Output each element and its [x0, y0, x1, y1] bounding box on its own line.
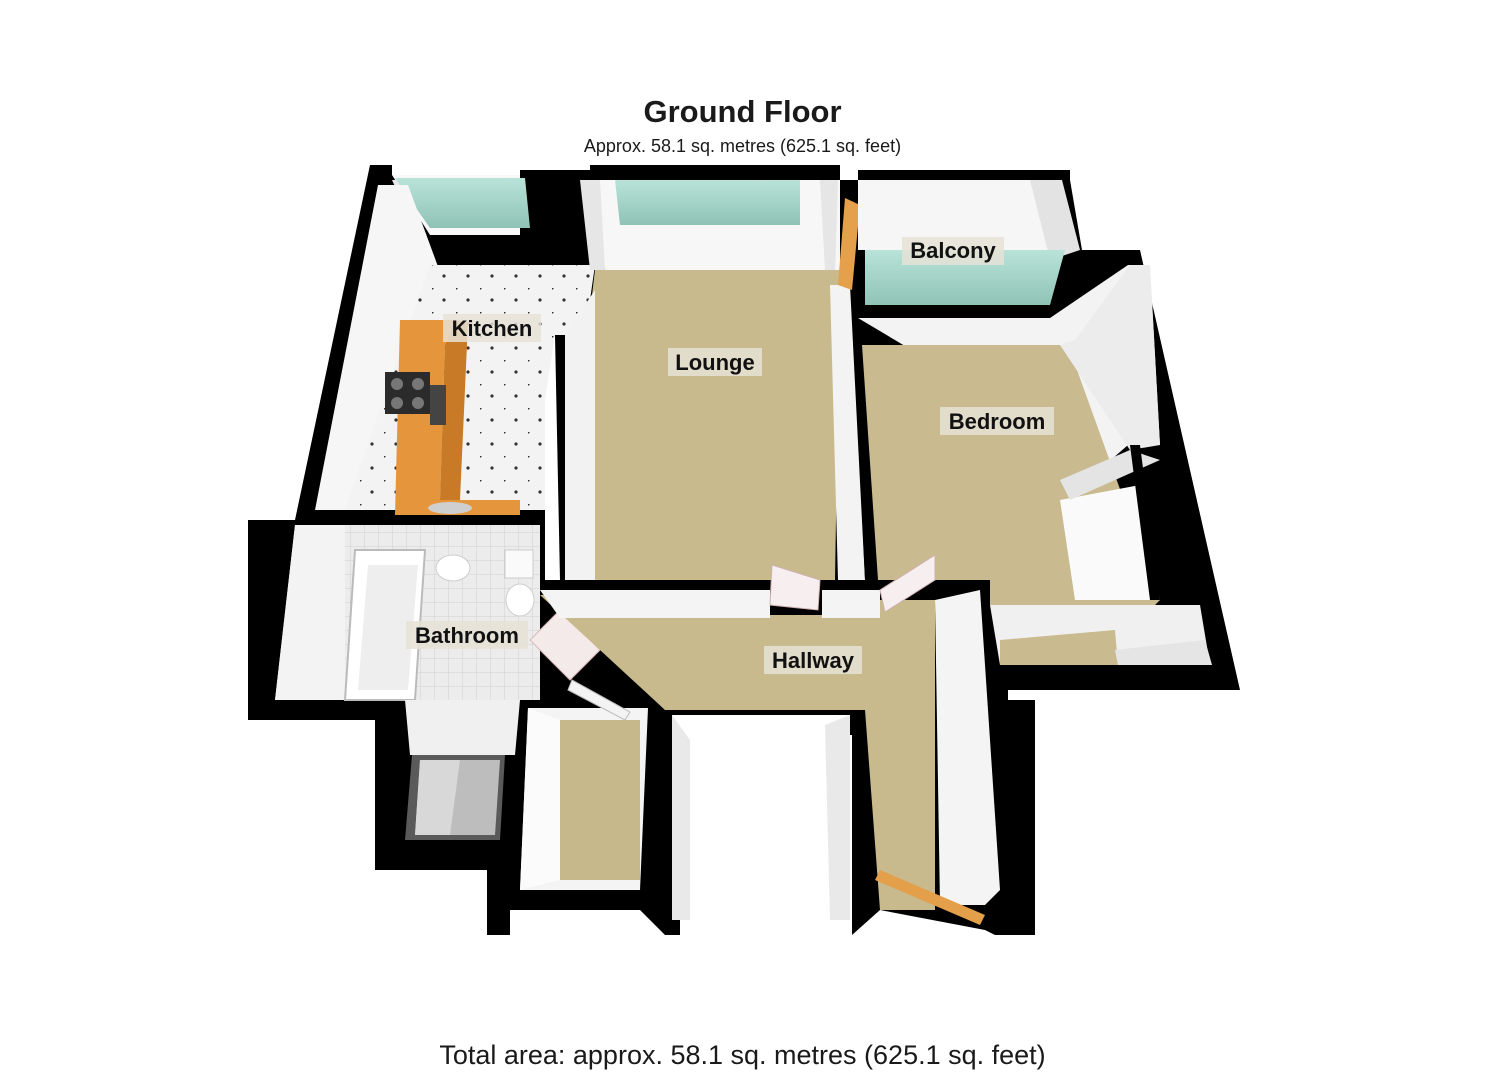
floor-area-subtitle: Approx. 58.1 sq. metres (625.1 sq. feet): [583, 136, 902, 156]
label-lounge: Lounge: [675, 350, 754, 375]
balcony-door: [838, 198, 860, 290]
total-area: Total area: approx. 58.1 sq. metres (625…: [439, 1040, 1046, 1070]
label-bedroom: Bedroom: [949, 409, 1046, 434]
toilet-icon: [505, 583, 535, 617]
kitchen-room: [315, 175, 595, 580]
basin-icon: [435, 554, 471, 582]
bathroom-room: [275, 525, 601, 840]
label-hallway: Hallway: [772, 648, 855, 673]
lounge-room: [565, 180, 878, 580]
hob-icon: [385, 372, 430, 414]
bedroom-room: [858, 265, 1212, 665]
wardrobe: [1060, 485, 1160, 600]
bedroom-door: [879, 554, 936, 613]
cupboard-room: [520, 708, 648, 890]
entrance-door: [875, 870, 985, 925]
lounge-door: [769, 564, 821, 611]
oven-icon: [430, 385, 446, 425]
cupboard-door: [567, 679, 631, 721]
label-kitchen: Kitchen: [452, 316, 533, 341]
sink-icon: [428, 502, 472, 514]
room-labels: Kitchen Lounge Balcony Bedroom Bathroom …: [406, 237, 1054, 674]
label-balcony: Balcony: [910, 238, 996, 263]
floor-title: Ground Floor: [643, 94, 842, 129]
label-bathroom: Bathroom: [415, 623, 519, 648]
